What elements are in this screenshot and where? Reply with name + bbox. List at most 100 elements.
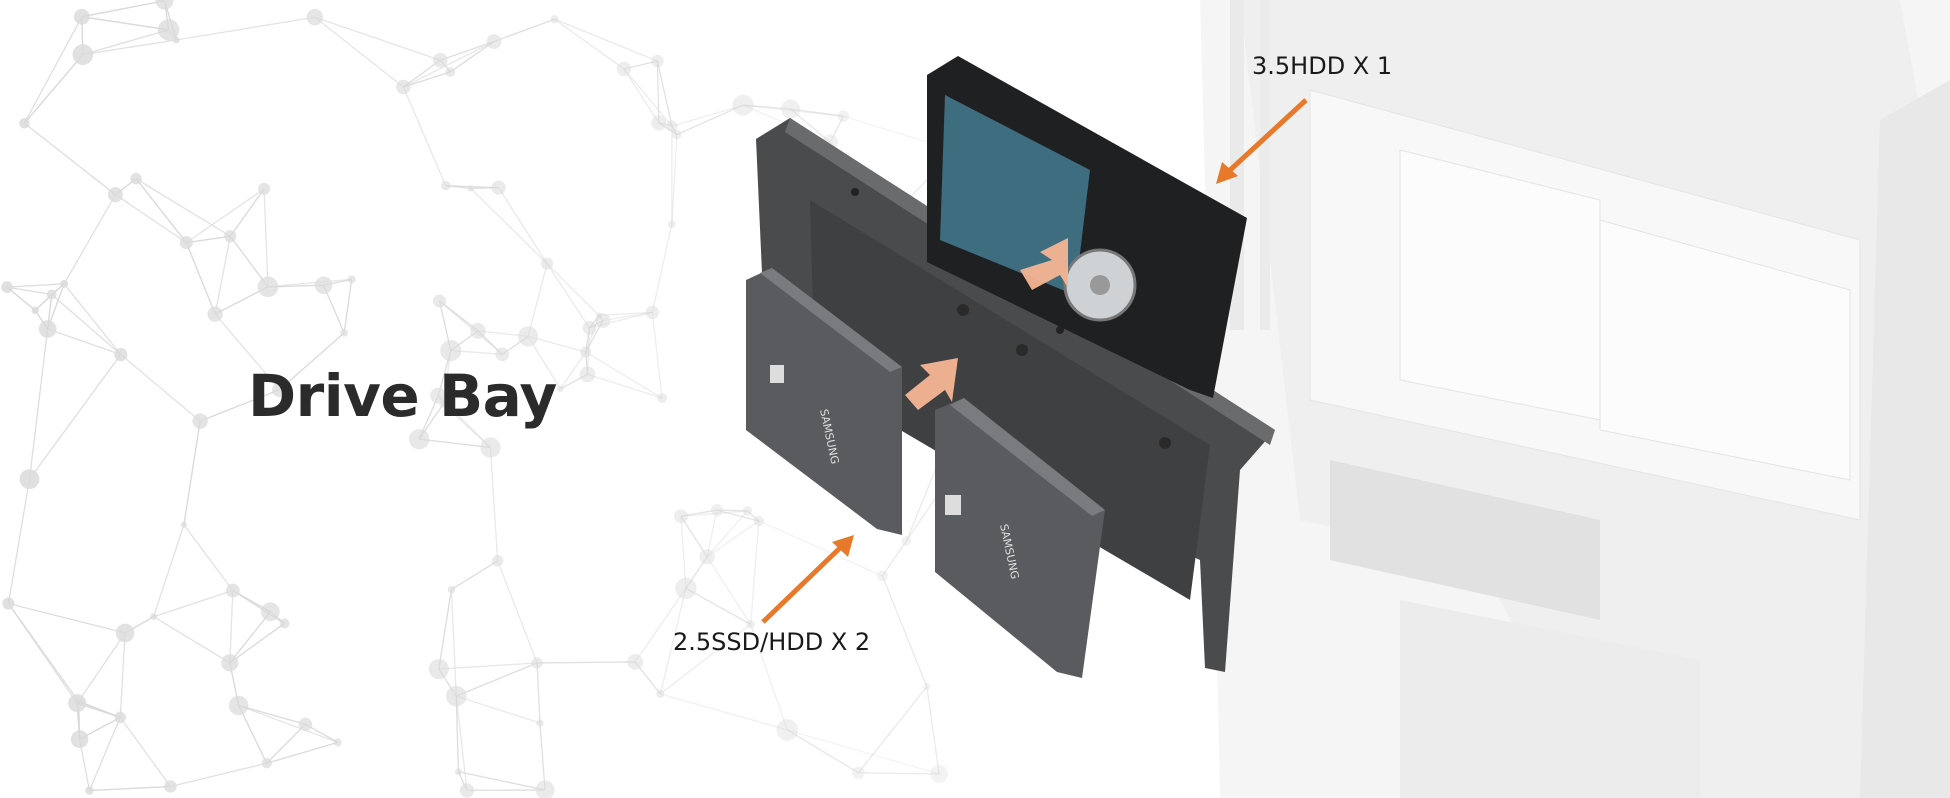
network-line [685, 556, 708, 589]
network-node [491, 555, 504, 567]
network-line [119, 632, 126, 718]
network-line [229, 188, 265, 237]
network-node [340, 329, 348, 337]
network-line [685, 587, 751, 625]
network-line [183, 524, 234, 591]
network-line [790, 108, 831, 143]
network-line [229, 622, 285, 664]
insert-arrow-icon [1020, 238, 1068, 290]
network-line [8, 602, 126, 634]
network-line [450, 349, 503, 355]
network-line [716, 509, 748, 512]
network-line [786, 729, 859, 774]
network-line [750, 624, 788, 731]
network-line [546, 263, 590, 329]
network-node [155, 0, 174, 10]
network-line [585, 315, 600, 353]
network-line [790, 108, 831, 143]
network-line [881, 540, 907, 577]
network-node [666, 120, 678, 132]
network-line [199, 389, 280, 422]
network-line [78, 632, 126, 702]
network-line [623, 68, 673, 127]
ssd-callout-label: 2.5SSD/HDD X 2 [673, 628, 871, 656]
network-line [23, 122, 116, 196]
network-node [467, 185, 474, 192]
network-line [787, 729, 940, 775]
network-node [179, 236, 193, 250]
network-line [706, 510, 748, 558]
network-node [19, 469, 40, 490]
network-line [28, 354, 122, 480]
network-node [180, 521, 187, 528]
network-node [668, 220, 676, 228]
network-line [437, 395, 491, 448]
network-line [445, 184, 471, 190]
network-line [438, 300, 452, 351]
network-node [72, 44, 94, 65]
network-line [742, 104, 844, 117]
hdd-3-5-inch [927, 56, 1247, 398]
network-line [676, 104, 744, 136]
network-line [671, 134, 678, 225]
network-node [459, 783, 475, 798]
network-line [229, 611, 271, 664]
network-line [135, 178, 187, 244]
network-line [498, 187, 548, 264]
network-line [438, 589, 453, 670]
network-line [185, 242, 216, 315]
network-line [706, 520, 760, 558]
network-line [439, 300, 503, 355]
network-line [263, 188, 269, 287]
network-node [852, 766, 865, 780]
network-line [493, 18, 555, 43]
network-line [403, 71, 451, 88]
network-line [7, 603, 78, 704]
network-node [645, 305, 660, 320]
network-line [634, 587, 687, 663]
network-node [776, 719, 799, 741]
network-line [656, 61, 660, 124]
network-line [671, 125, 678, 135]
network-line [656, 60, 673, 127]
network-line [858, 772, 940, 775]
network-line [680, 509, 718, 517]
network-line [23, 16, 83, 124]
network-line [659, 623, 752, 695]
network-node [306, 8, 324, 26]
network-line [440, 40, 495, 61]
network-line [34, 294, 53, 311]
network-line [537, 661, 636, 664]
network-node [699, 549, 715, 565]
network-line [449, 40, 495, 73]
network-line [7, 479, 31, 604]
network-node [675, 577, 697, 600]
network-line [238, 704, 306, 725]
network-line [170, 762, 267, 788]
network-node [672, 129, 682, 140]
network-node [657, 393, 667, 404]
network-line [450, 589, 457, 697]
network-line [489, 447, 499, 561]
network-line [623, 68, 660, 124]
network-line [458, 771, 546, 791]
network-line [403, 59, 441, 88]
network-line [229, 235, 269, 288]
network-node [535, 780, 555, 798]
network-line [680, 509, 718, 517]
network-line [229, 590, 234, 663]
network-line [152, 524, 185, 617]
network-line [790, 108, 844, 117]
network-line [746, 510, 760, 522]
network-node [651, 115, 667, 131]
network-line [63, 194, 117, 285]
network-line [749, 520, 760, 625]
network-line [599, 311, 653, 317]
network-line [186, 235, 231, 244]
network-line [47, 328, 121, 356]
page-title: Drive Bay [248, 362, 557, 430]
network-line [881, 575, 928, 687]
network-line [82, 39, 177, 56]
network-line [656, 61, 660, 124]
network-line [6, 283, 65, 288]
